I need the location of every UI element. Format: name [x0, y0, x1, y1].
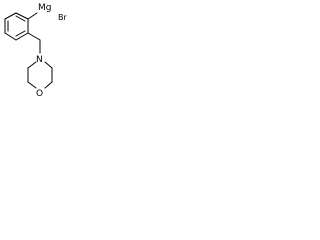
br-label: Br	[58, 13, 67, 22]
morph-bond-3	[27, 81, 37, 89]
ring-ch2-bond	[27, 32, 41, 41]
chemical-structure: Mg Br N O	[4, 3, 67, 99]
morpholine-ring	[27, 61, 53, 89]
ring-bond-4	[15, 32, 29, 41]
ring-bond-3	[4, 32, 17, 41]
ring-double-bond-2	[15, 30, 26, 37]
morph-bond-1	[27, 61, 37, 69]
benzene-ring	[4, 12, 29, 41]
ring-bond-6	[15, 12, 29, 20]
mg-label: Mg	[38, 3, 51, 13]
ring-mg-bond	[27, 12, 38, 20]
morph-bond-4	[44, 81, 53, 89]
morph-bond-6	[44, 61, 53, 69]
ring-double-bond-3	[15, 15, 26, 22]
n-label: N	[36, 55, 43, 65]
o-label: O	[36, 89, 43, 99]
ring-bond-1	[4, 12, 17, 20]
